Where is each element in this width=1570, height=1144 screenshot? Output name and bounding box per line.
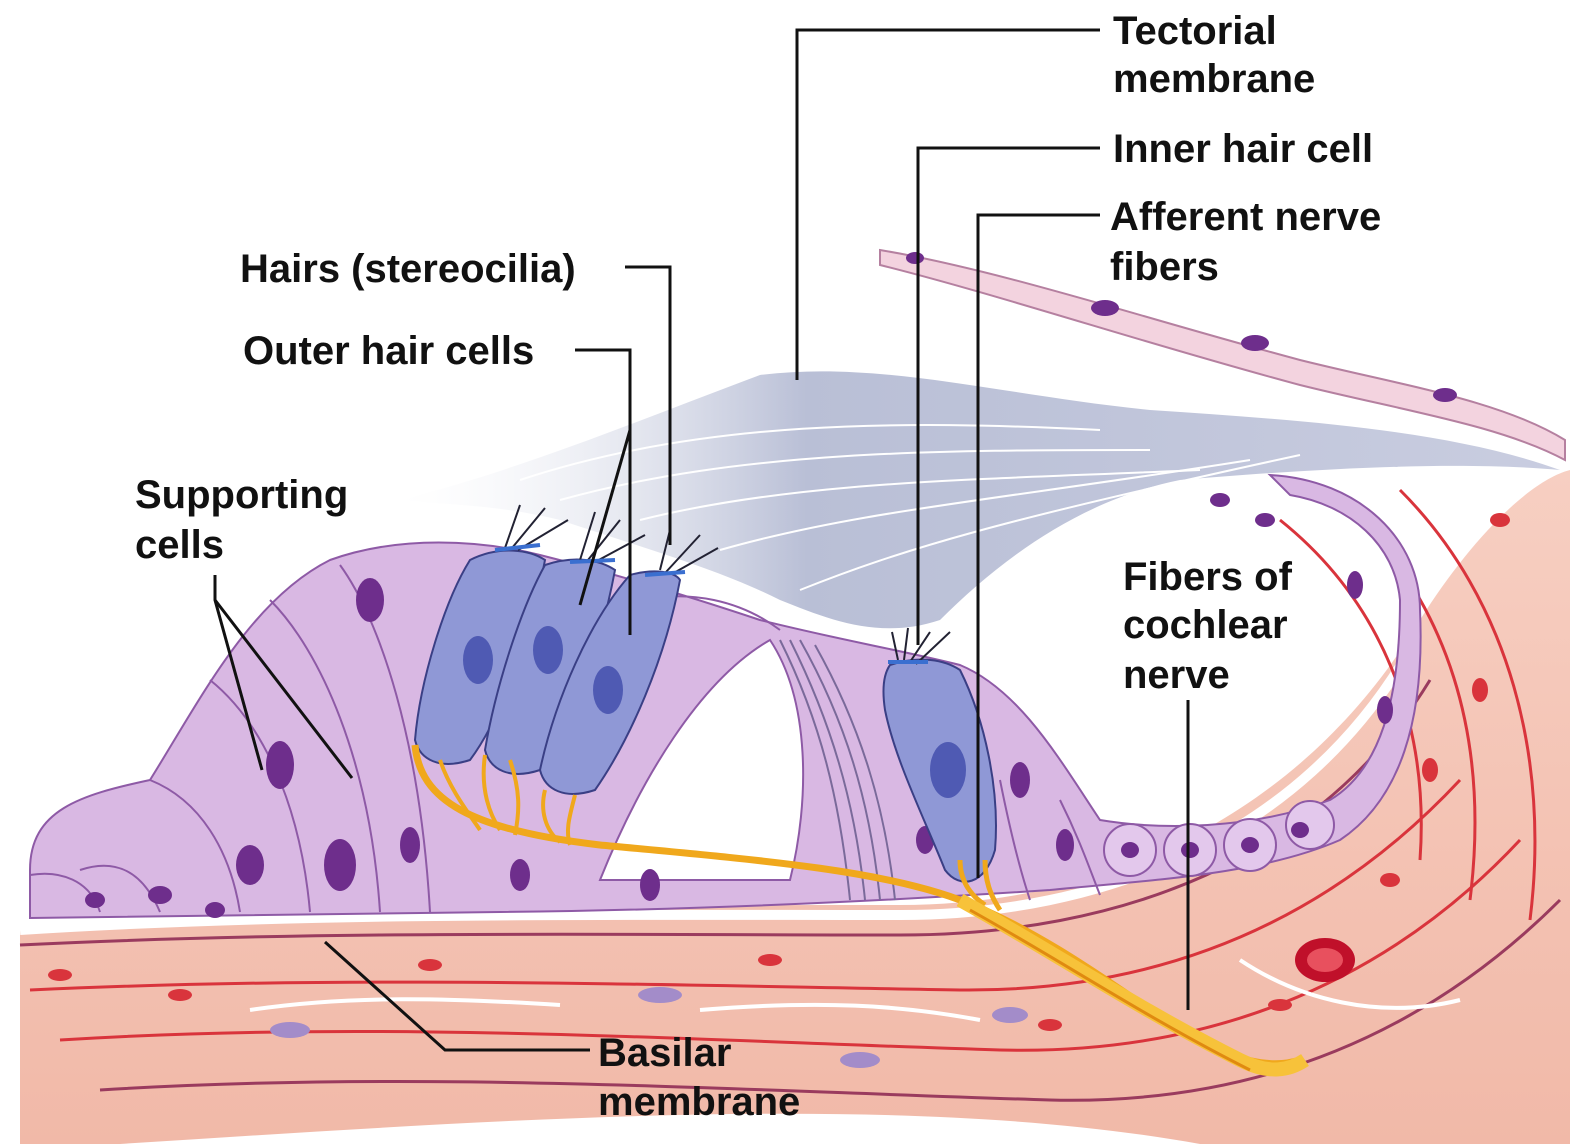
label-supporting-line1: Supporting — [135, 473, 348, 517]
label-inner-hair-cell: Inner hair cell — [1113, 127, 1373, 171]
label-cochlear-line2: cochlear — [1123, 603, 1288, 647]
leader-tectorial — [797, 30, 1100, 380]
label-afferent-line1: Afferent nerve — [1110, 195, 1381, 239]
label-cochlear-line3: nerve — [1123, 653, 1230, 697]
label-afferent-line2: fibers — [1110, 245, 1219, 289]
label-hairs: Hairs (stereocilia) — [240, 247, 576, 291]
label-tectorial-line1: Tectorial — [1113, 9, 1277, 53]
label-outer-hair-cells: Outer hair cells — [243, 329, 534, 373]
label-tectorial-line2: membrane — [1113, 57, 1315, 101]
label-basilar-line1: Basilar — [598, 1031, 731, 1075]
label-basilar-line2: membrane — [598, 1080, 800, 1124]
label-supporting-line2: cells — [135, 523, 224, 567]
label-cochlear-line1: Fibers of — [1123, 555, 1293, 599]
